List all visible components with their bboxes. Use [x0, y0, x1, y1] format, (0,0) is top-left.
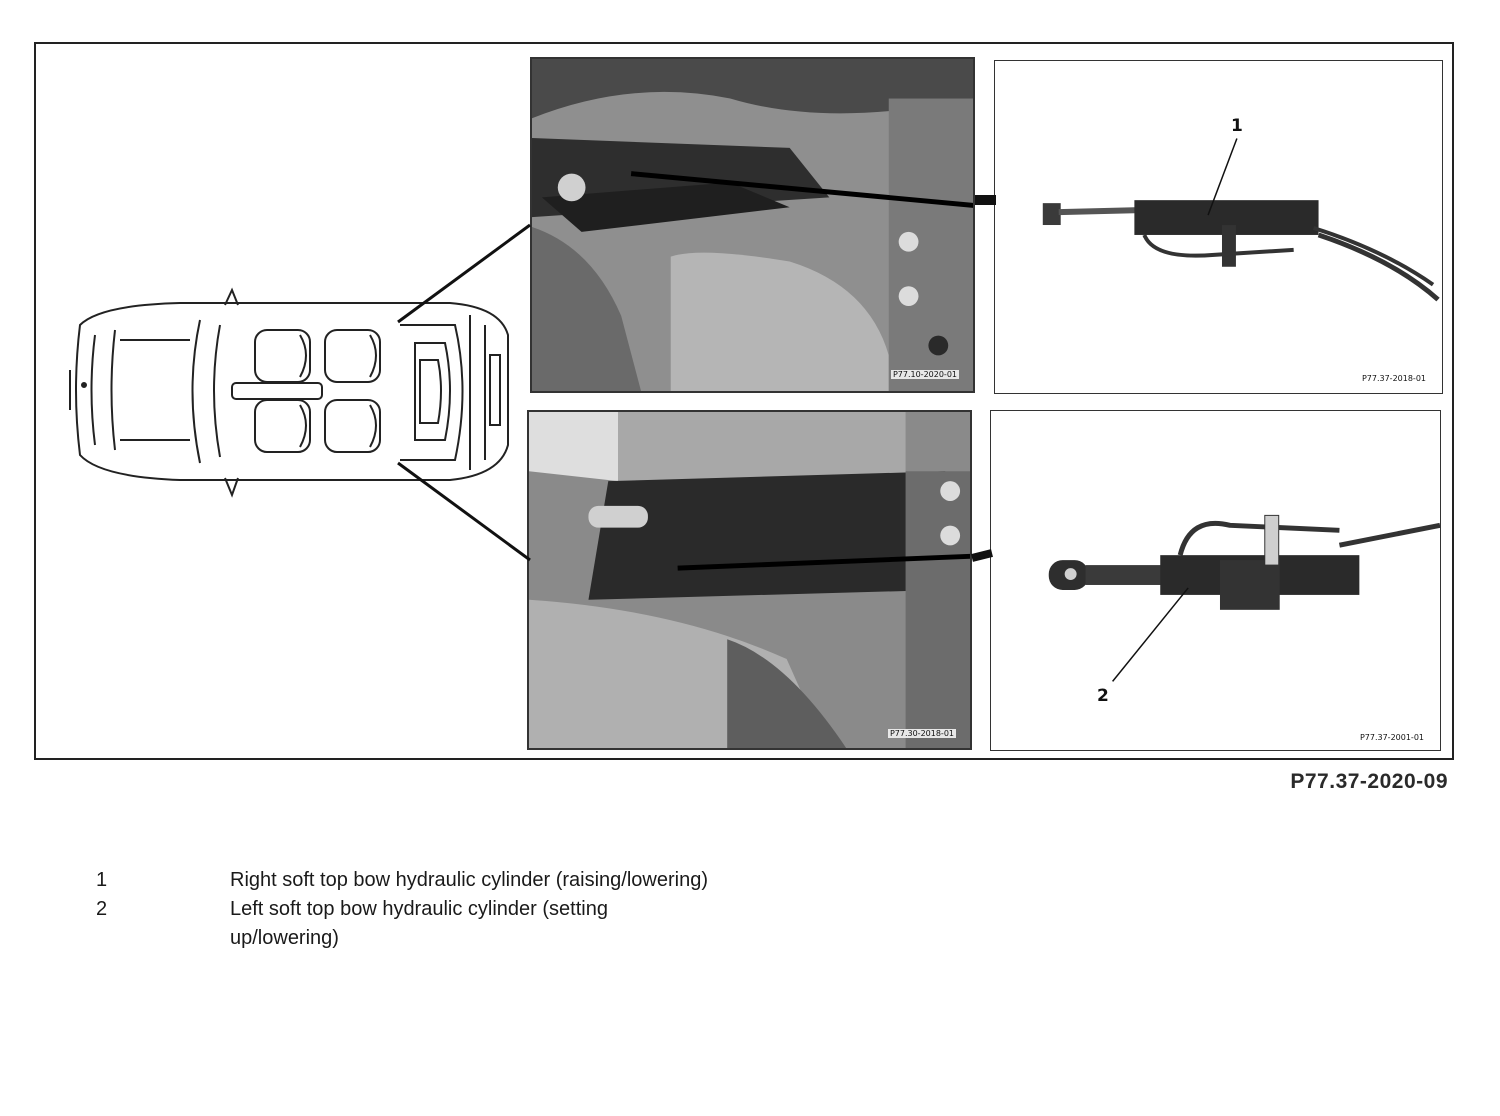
image-code-label: P77.10-2020-01	[891, 370, 959, 379]
photo-right-cylinder-location: P77.10-2020-01	[530, 57, 975, 393]
detail-right-cylinder: 1 P77.37-2018-01	[994, 60, 1443, 394]
legend-item: 2 Left soft top bow hydraulic cylinder (…	[96, 895, 796, 953]
image-code-label: P77.37-2001-01	[1358, 733, 1426, 742]
legend-item: 1 Right soft top bow hydraulic cylinder …	[96, 866, 796, 895]
legend-number: 2	[96, 895, 230, 953]
legend-text: Left soft top bow hydraulic cylinder (se…	[230, 895, 710, 953]
image-code-label: P77.37-2018-01	[1360, 374, 1428, 383]
image-code-label: P77.30-2018-01	[888, 729, 956, 738]
photo-left-cylinder-location: P77.30-2018-01	[527, 410, 972, 750]
car-top-view-illustration	[60, 285, 520, 500]
legend: 1 Right soft top bow hydraulic cylinder …	[96, 866, 796, 953]
legend-text: Right soft top bow hydraulic cylinder (r…	[230, 866, 710, 895]
figure-id: P77.37-2020-09	[1290, 770, 1448, 794]
legend-number: 1	[96, 866, 230, 895]
detail-left-cylinder: 2 P77.37-2001-01	[990, 410, 1441, 751]
